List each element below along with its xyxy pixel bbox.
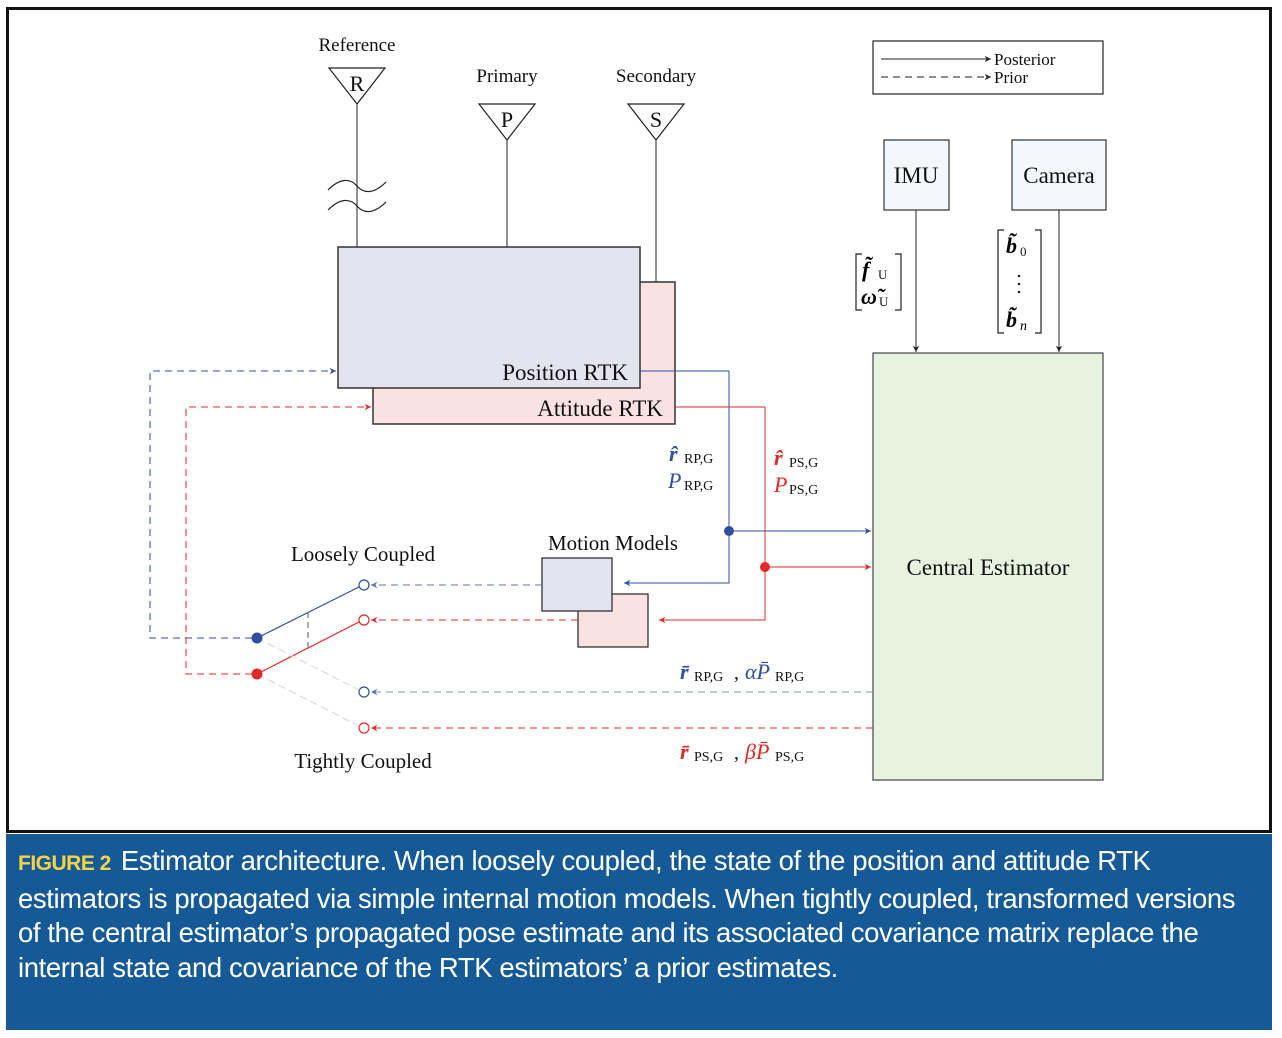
position-rtk-block (337, 246, 641, 389)
imu-specific-force: f̃ (862, 257, 873, 282)
antenna-reference-symbol: R (350, 71, 365, 96)
attitude-prior-feedback-line (185, 403, 371, 675)
attitude-posterior-label: r̂ PS,G P PS,G (773, 445, 818, 498)
imu-label: IMU (894, 163, 939, 188)
svg-text:PS,G: PS,G (789, 456, 818, 471)
camera-label: Camera (1023, 163, 1095, 188)
central-estimator-label: Central Estimator (907, 555, 1070, 580)
long-range-break-icon (327, 179, 387, 193)
loosely-attitude-terminal[interactable] (358, 614, 370, 626)
position-prior-feedback-line (149, 367, 336, 639)
antenna-secondary-title: Secondary (616, 66, 697, 87)
camera-measurement-vector: b̃ 0 b̃ n (997, 229, 1042, 334)
legend-box (872, 40, 1104, 95)
position-motion-model-block (541, 557, 613, 612)
figure-label: FIGURE 2 (18, 852, 111, 875)
attitude-rtk-label: Attitude RTK (537, 396, 663, 421)
antenna-primary-title: Primary (476, 66, 538, 87)
position-prior-label: r̄ RP,G , αP̄ RP,G (680, 659, 804, 685)
svg-text:αP̄: αP̄ (745, 659, 770, 684)
svg-text:RP,G: RP,G (694, 670, 723, 685)
svg-text:P: P (667, 468, 681, 493)
svg-text:RP,G: RP,G (684, 479, 713, 494)
imu-block (883, 139, 950, 211)
antenna-icon (327, 67, 387, 105)
central-estimator-block (872, 352, 1104, 781)
antenna-secondary-symbol: S (650, 107, 662, 132)
svg-text:r̄: r̄ (680, 739, 690, 764)
motion-models-label: Motion Models (548, 531, 678, 555)
legend-posterior-label: Posterior (994, 50, 1056, 69)
legend-prior-label: Prior (994, 68, 1028, 87)
svg-text:PS,G: PS,G (775, 750, 804, 765)
svg-text:RP,G: RP,G (775, 670, 804, 685)
position-junction (724, 526, 734, 536)
svg-text:βP̄: βP̄ (744, 739, 769, 764)
antenna-primary-symbol: P (501, 107, 513, 132)
svg-text:P: P (773, 472, 787, 497)
position-posterior-label: r̂ RP,G P RP,G (667, 441, 713, 494)
svg-text:RP,G: RP,G (684, 452, 713, 467)
svg-text:n: n (1020, 319, 1027, 334)
svg-text:,: , (734, 662, 739, 684)
antenna-reference: Reference R (319, 35, 396, 247)
attitude-switch-pivot (251, 668, 263, 680)
legend: Posterior Prior (872, 40, 1104, 95)
svg-text:,: , (734, 742, 739, 764)
antenna-reference-title: Reference (319, 35, 396, 56)
tightly-coupled-label: Tightly Coupled (294, 749, 432, 773)
loosely-coupled-label: Loosely Coupled (291, 542, 436, 566)
architecture-diagram: Posterior Prior Reference R Primary P Se… (149, 35, 1107, 781)
position-rtk-label: Position RTK (502, 360, 628, 385)
svg-text:PS,G: PS,G (694, 750, 723, 765)
attitude-prior-label: r̄ PS,G , βP̄ PS,G (680, 739, 804, 765)
attitude-switch-alt (256, 673, 360, 727)
tightly-position-terminal[interactable] (358, 686, 370, 698)
antenna-icon (626, 103, 686, 141)
attitude-posterior-line (659, 406, 766, 624)
antenna-primary: Primary P (476, 66, 538, 247)
camera-bearing-first: b̃ (1006, 233, 1017, 258)
svg-text:PS,G: PS,G (789, 483, 818, 498)
svg-text:r̂: r̂ (774, 445, 784, 470)
svg-text:r̂: r̂ (669, 441, 679, 466)
position-switch-pivot (251, 632, 263, 644)
attitude-junction (760, 562, 770, 572)
svg-text:U: U (878, 267, 888, 282)
loosely-position-terminal[interactable] (358, 579, 370, 591)
camera-bearing-last: b̃ (1006, 307, 1017, 332)
svg-text:r̄: r̄ (680, 659, 690, 684)
imu-measurement-vector: f̃ U ω̃ U (855, 253, 902, 311)
svg-text:0: 0 (1020, 244, 1027, 259)
tightly-attitude-terminal[interactable] (358, 722, 370, 734)
figure-caption-text: Estimator architecture. When loosely cou… (18, 845, 1236, 983)
svg-text:U: U (879, 294, 889, 309)
position-posterior-line (624, 370, 730, 587)
antenna-secondary: Secondary S (616, 66, 697, 282)
position-switch-alt (256, 637, 360, 691)
antenna-icon (477, 103, 537, 141)
